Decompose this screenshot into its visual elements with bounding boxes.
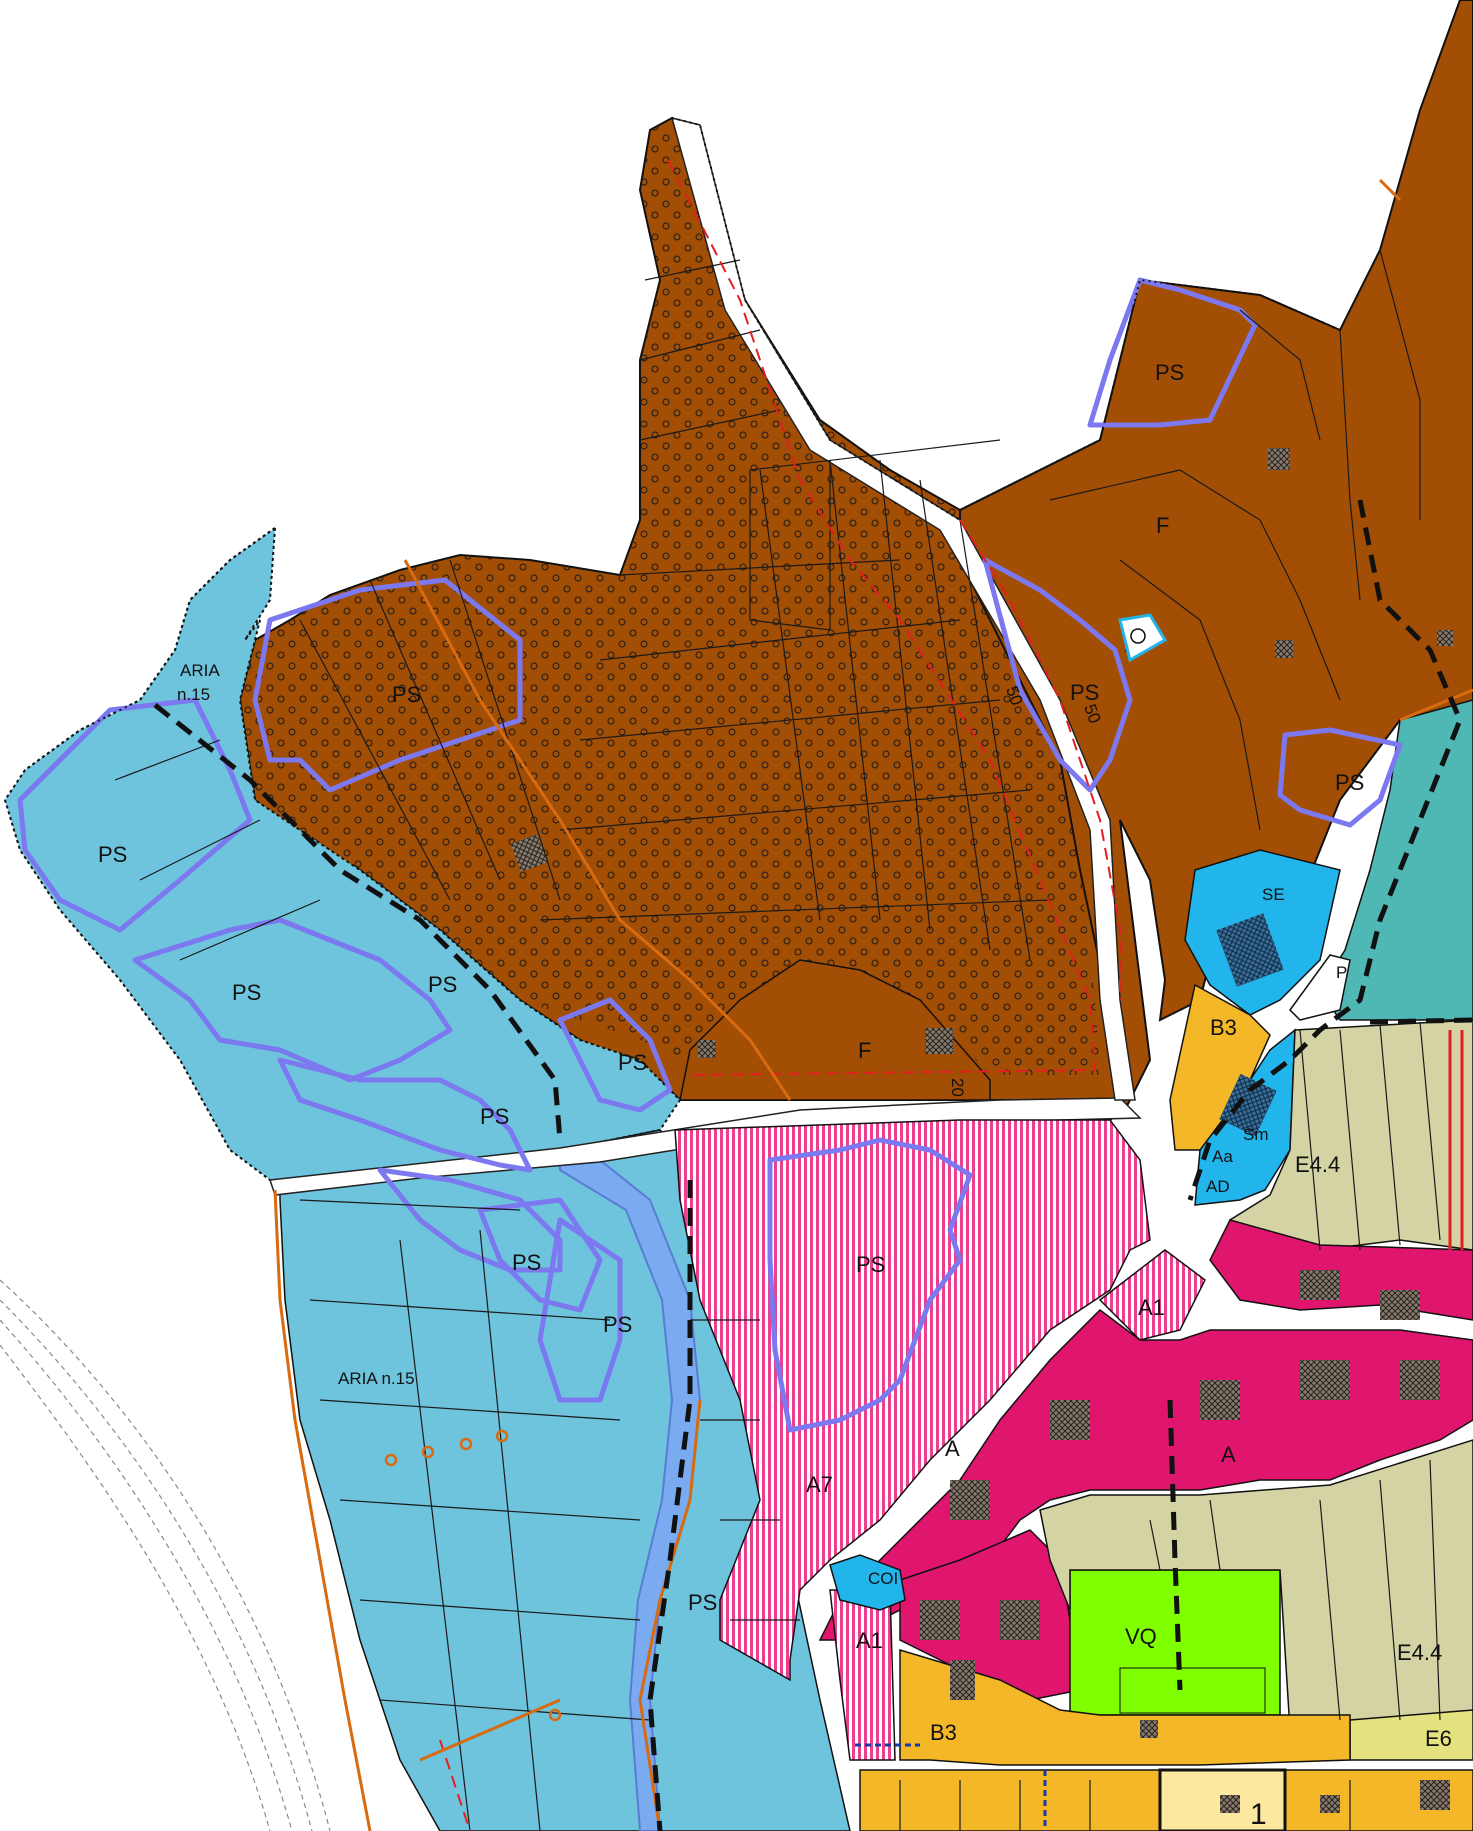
label-ad: AD (1206, 1177, 1230, 1196)
label-e44-north: E4.4 (1295, 1152, 1340, 1177)
dotted-boundary (24, 117, 1341, 771)
municipal-boundary (153, 499, 1473, 1831)
label-a7: A7 (806, 1472, 833, 1497)
zone-aria-west (3, 525, 682, 1192)
label-b3-north: B3 (1210, 1015, 1237, 1040)
label-ps-river: PS (688, 1590, 717, 1615)
zone-coi (829, 1554, 906, 1611)
label-aria-top-n: n.15 (177, 685, 210, 704)
zone-a7 (674, 1119, 1151, 1682)
parcel-lines (114, 249, 1441, 1831)
label-sm: Sm (1243, 1125, 1269, 1144)
label-ps-low-2: PS (603, 1312, 632, 1337)
label-aa: Aa (1212, 1147, 1233, 1166)
red-solid-boundary (1448, 1030, 1464, 1250)
label-p: P (1336, 963, 1347, 982)
label-ps-west-big: PS (98, 842, 127, 867)
zone-f-dots-overlay (240, 118, 1100, 1075)
label-ps-low-1: PS (512, 1250, 541, 1275)
building-sm (1219, 1073, 1277, 1137)
label-a-east: A (1221, 1442, 1236, 1467)
vq-inner-parcel (1119, 1667, 1266, 1714)
label-se: SE (1262, 885, 1285, 904)
label-ps-west-2: PS (232, 980, 261, 1005)
label-ps-west-3: PS (428, 972, 457, 997)
label-aria-top: ARIA (180, 661, 220, 680)
label-ps-road: PS (1070, 680, 1099, 705)
survey-lines (0, 1279, 331, 1831)
zone-vq (1069, 1569, 1281, 1716)
label-a1-south: A1 (856, 1628, 883, 1653)
label-num-20: 20 (948, 1078, 967, 1097)
label-a-west: A (945, 1436, 960, 1461)
label-vq: VQ (1125, 1624, 1157, 1649)
building-se (1216, 913, 1284, 987)
zone-b3-south (899, 1648, 1351, 1766)
red-boundaries (439, 159, 1121, 1831)
zone-a1-south (829, 1589, 896, 1761)
blue-dashed-line (855, 1743, 1047, 1831)
label-a1-north: A1 (1138, 1295, 1165, 1320)
label-ps-west-4: PS (618, 1050, 647, 1075)
contour-circles (384, 1429, 562, 1722)
label-aria-low: ARIA n.15 (338, 1369, 415, 1388)
ps-outlines (17, 277, 1403, 1433)
label-ps-brown-west: PS (392, 682, 421, 707)
label-e44-south: E4.4 (1397, 1640, 1442, 1665)
label-f-south: F (858, 1038, 871, 1063)
label-ps-west-5: PS (480, 1104, 509, 1129)
buildings (510, 448, 1453, 1813)
river (559, 1148, 702, 1831)
antenna-icon (1118, 613, 1168, 663)
label-coi: COI (868, 1569, 898, 1588)
label-ps-east: PS (1335, 770, 1364, 795)
label-f-north: F (1156, 513, 1169, 538)
zone-f-south-patch (679, 959, 991, 1101)
label-ps-top: PS (1155, 360, 1184, 385)
label-ps-pink: PS (856, 1252, 885, 1277)
label-b3-south: B3 (930, 1720, 957, 1745)
zone-a1-north (1098, 1249, 1206, 1341)
zone-p (1289, 954, 1351, 1021)
contour-lines (273, 178, 1473, 1831)
label-e6: E6 (1425, 1726, 1452, 1751)
label-num-1: 1 (1250, 1798, 1267, 1831)
